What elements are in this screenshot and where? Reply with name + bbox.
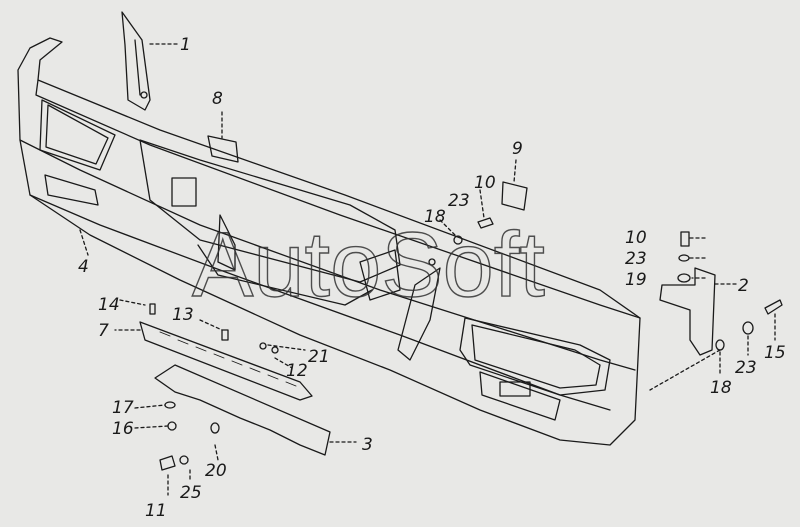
callout-23-right-top: 23 xyxy=(625,249,647,269)
callout-12: 12 xyxy=(286,361,308,381)
callout-21: 21 xyxy=(308,347,330,367)
callout-17: 17 xyxy=(112,398,134,418)
leader-lines xyxy=(79,229,776,496)
callout-labels: 1 2 3 4 7 8 9 10 10 11 12 13 14 15 16 17… xyxy=(78,35,786,521)
callout-8: 8 xyxy=(212,89,223,109)
lower-grille-plate-7 xyxy=(139,321,313,401)
callout-23-right-bottom: 23 xyxy=(735,358,757,378)
callout-14: 14 xyxy=(98,295,120,315)
callout-13: 13 xyxy=(172,305,194,325)
callout-10-center: 10 xyxy=(474,173,496,193)
callout-9: 9 xyxy=(512,139,523,159)
bracket-1 xyxy=(121,11,179,111)
callout-11: 11 xyxy=(145,501,167,521)
callout-3: 3 xyxy=(362,435,373,455)
callout-2: 2 xyxy=(738,276,749,296)
callout-7: 7 xyxy=(98,321,109,341)
plate-8 xyxy=(207,111,239,163)
bracket-2 xyxy=(649,231,783,391)
callout-18-center: 18 xyxy=(424,207,446,227)
callout-20: 20 xyxy=(205,461,227,481)
plate-9 xyxy=(501,159,528,211)
lower-fasteners xyxy=(149,303,279,471)
lower-panel-3 xyxy=(154,364,357,456)
callout-19: 19 xyxy=(625,270,647,290)
center-fasteners xyxy=(428,189,494,266)
callout-1: 1 xyxy=(180,35,191,55)
callout-25: 25 xyxy=(180,483,202,503)
bumper-body xyxy=(17,37,641,446)
callout-4: 4 xyxy=(78,257,89,277)
callout-10-right: 10 xyxy=(625,228,647,248)
callout-15: 15 xyxy=(764,343,786,363)
callout-16: 16 xyxy=(112,419,134,439)
watermark-text: AutoSoft xyxy=(192,214,545,316)
callout-18-right: 18 xyxy=(710,378,732,398)
callout-23-center: 23 xyxy=(448,191,470,211)
